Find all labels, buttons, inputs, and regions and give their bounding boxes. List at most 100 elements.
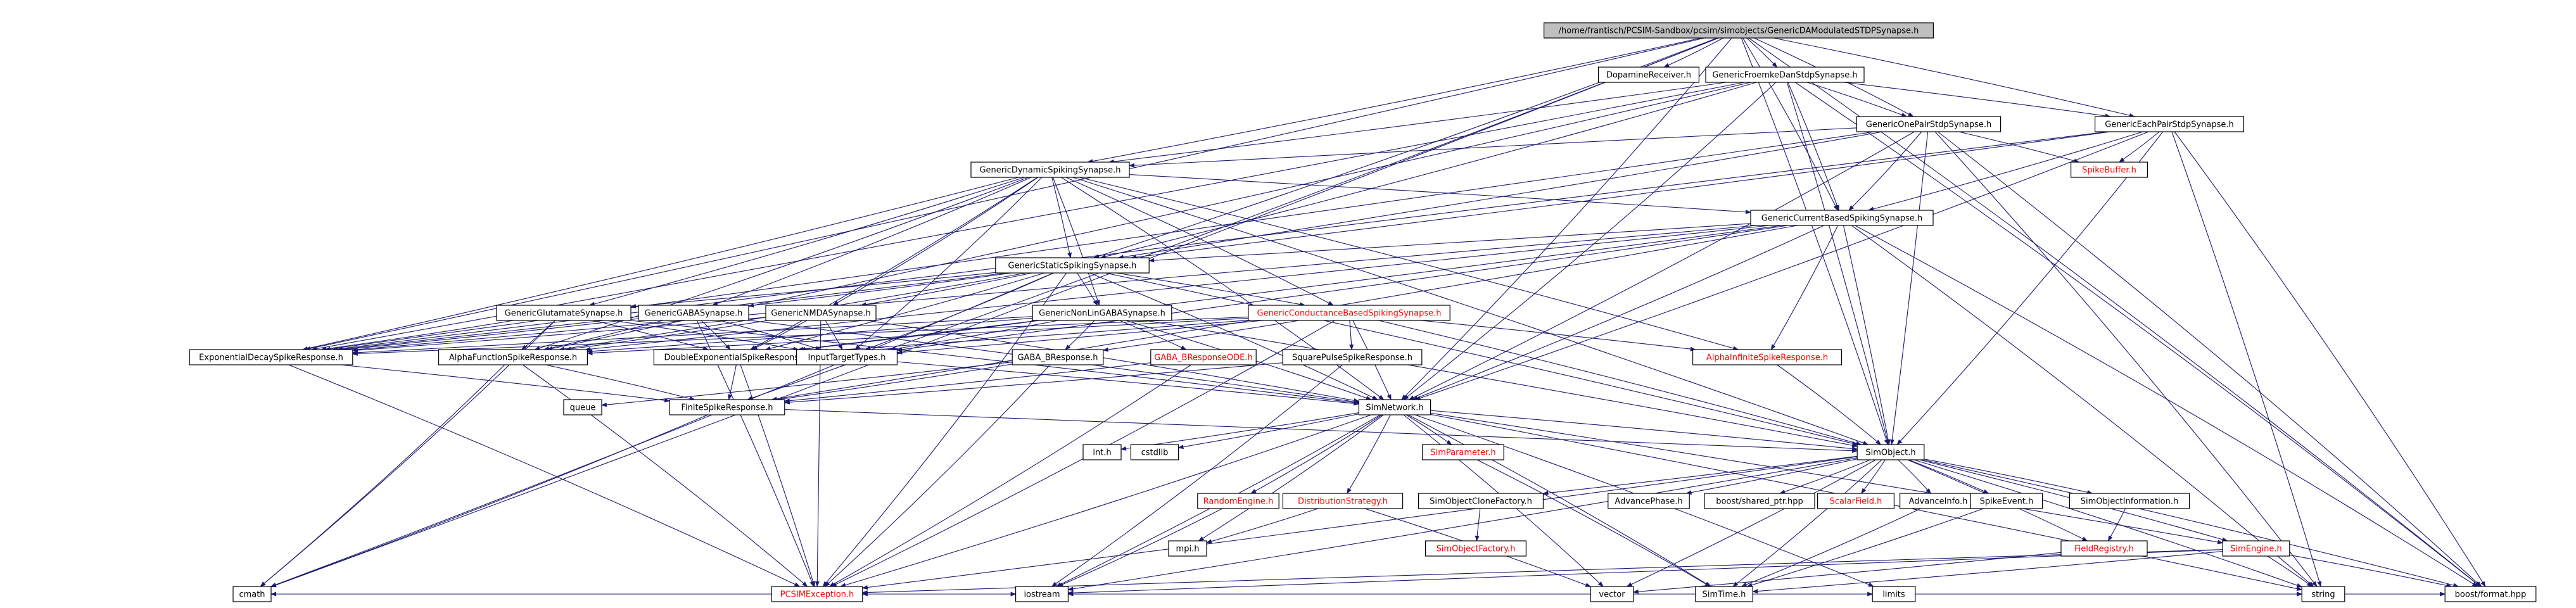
node-label: GenericFroemkeDanStdpSynapse.h	[1712, 71, 1857, 80]
node-gdss: GenericDynamicSpikingSynapse.h	[970, 162, 1130, 178]
edge-soinfo-to-fieldreg	[2107, 508, 2126, 542]
edge-gababr-to-pcsimexc	[824, 364, 1051, 587]
node-alphainf: AlphaInfiniteSpikeResponse.h	[1692, 349, 1843, 365]
edge-gep-to-boostformat	[2174, 131, 2486, 587]
node-box	[1282, 349, 1423, 365]
edge-root-to-simobj	[1741, 37, 1889, 445]
edge-simobj-to-sharedptr	[1779, 459, 1870, 494]
node-simparam: SimParameter.h	[1422, 444, 1504, 460]
edge-gdss-to-gcbss	[1129, 174, 1751, 215]
node-label: AlphaInfiniteSpikeResponse.h	[1706, 353, 1828, 363]
edge-gcbss-to-simobj	[1843, 225, 1891, 445]
node-box	[1248, 305, 1450, 321]
edge-ggaba-to-alphafn	[543, 320, 663, 351]
edge-gep-to-string	[2171, 131, 2322, 587]
edge-gop-to-spikebuf	[1958, 131, 2080, 163]
node-label: GenericNMDASynapse.h	[771, 309, 871, 319]
edge-simnet-to-simtime	[1407, 414, 1711, 587]
edge-simengine-to-iostream	[1067, 549, 2223, 595]
node-simengine: SimEngine.h	[2222, 540, 2290, 557]
edge-diststrat-to-mpih	[1206, 508, 1318, 544]
edge-simobj-to-advphase	[1685, 459, 1858, 495]
node-gababr: GABA_BResponse.h	[1012, 349, 1104, 365]
edge-gdss-to-gnmda	[832, 177, 1039, 306]
edge-gcond-to-alphainf	[1421, 320, 1696, 352]
node-box	[1130, 444, 1179, 460]
node-sqpulse: SquarePulseSpikeResponse.h	[1282, 349, 1423, 365]
edge-gop-to-gsss	[1117, 131, 1883, 260]
node-cstdlib: cstdlib	[1130, 444, 1179, 460]
node-gcond: GenericConductanceBasedSpikingSynapse.h	[1248, 305, 1450, 321]
node-iostream: iostream	[1015, 586, 1069, 602]
edge-frsd-to-gcbss	[1787, 82, 1839, 211]
edge-gcond-to-alphafn	[587, 317, 1248, 355]
node-label: InputTargetTypes.h	[808, 353, 886, 363]
node-label: ExponentialDecaySpikeResponse.h	[199, 353, 343, 363]
edge-frsd-to-gep	[1844, 82, 2111, 118]
edge-simengine-to-simtime	[1752, 550, 2223, 593]
edge-alphainf-to-simobj	[1777, 364, 1882, 445]
node-fieldreg: FieldRegistry.h	[2060, 540, 2148, 557]
edge-gababr-to-queue	[601, 362, 1013, 407]
node-box	[1425, 540, 1527, 557]
node-label: GenericDynamicSpikingSynapse.h	[979, 166, 1120, 175]
node-label: SpikeBuffer.h	[2082, 166, 2136, 175]
edge-simobj-to-string	[1913, 459, 2303, 588]
edge-frsd-to-gsss	[1100, 82, 1757, 259]
node-inputtt: InputTargetTypes.h	[796, 349, 898, 365]
edge-root-to-frsd	[1746, 37, 1778, 68]
node-cmath: cmath	[232, 586, 272, 602]
edge-root-to-gcbss	[1742, 37, 1838, 211]
node-box	[1197, 493, 1279, 509]
node-gnonlin: GenericNonLinGABASynapse.h	[1032, 305, 1172, 321]
node-label: queue	[570, 403, 596, 413]
node-sharedptr: boost/shared_ptr.hpp	[1704, 493, 1815, 509]
node-box	[1282, 493, 1404, 509]
edge-gcond-to-gababr	[1102, 320, 1300, 352]
node-label: SimObject.h	[1865, 448, 1915, 458]
node-label: vector	[1599, 590, 1625, 600]
edge-gep-to-gcbss	[1867, 131, 2143, 212]
node-box	[1856, 116, 2002, 132]
node-label: SimParameter.h	[1430, 448, 1495, 458]
edge-simnet-to-diststrat	[1347, 414, 1391, 494]
node-label: PCSIMException.h	[780, 590, 854, 600]
edge-soclone-to-sofactory	[1475, 508, 1481, 542]
node-frsd: GenericFroemkeDanStdpSynapse.h	[1705, 66, 1865, 83]
edge-gcbss-to-simnet	[1412, 225, 1824, 400]
edge-simobj-to-iostream	[1067, 457, 1858, 592]
edge-gsss-to-gnonlin	[1077, 272, 1098, 306]
node-label: boost/format.hpp	[2455, 590, 2527, 600]
edge-root-to-cmath	[270, 37, 1719, 588]
edge-ggaba-to-expdecay	[343, 318, 639, 352]
node-box	[1704, 493, 1815, 509]
node-simobj: SimObject.h	[1856, 444, 1925, 460]
edge-gcbss-to-dblexp	[797, 225, 1782, 352]
edge-expdecay-to-pcsimexc	[288, 364, 801, 587]
node-label: GABA_BResponse.h	[1017, 353, 1098, 363]
edge-gep-to-spikebuf	[2119, 131, 2160, 163]
node-label: AdvanceInfo.h	[1909, 497, 1968, 507]
node-gcbss: GenericCurrentBasedSpikingSynapse.h	[1750, 210, 1934, 226]
node-label: GenericGABASynapse.h	[645, 309, 743, 319]
node-box	[669, 399, 785, 415]
node-label: string	[2311, 590, 2335, 600]
edge-simobj-to-simtime	[1732, 459, 1882, 587]
node-label: SimObjectFactory.h	[1437, 545, 1516, 554]
node-box	[995, 257, 1150, 274]
node-label: limits	[1882, 590, 1905, 600]
edge-gnonlin-to-gababrode	[1119, 320, 1187, 350]
node-gnmda: GenericNMDASynapse.h	[765, 305, 877, 321]
edge-simparam-to-simtime	[1476, 459, 1711, 587]
edge-simobj-to-spikeevent	[1908, 459, 1989, 494]
node-label: AlphaFunctionSpikeResponse.h	[449, 353, 577, 363]
edge-frsd-to-simobj	[1786, 82, 1890, 445]
node-advphase: AdvancePhase.h	[1608, 493, 1690, 509]
edge-gcbss-to-inputtt	[896, 225, 1788, 352]
node-ggaba: GenericGABASynapse.h	[638, 305, 749, 321]
edge-simobj-to-soinfo	[1924, 459, 2093, 495]
edge-simobj-to-boostformat	[1922, 459, 2459, 588]
node-box	[1608, 493, 1690, 509]
node-soinfo: SimObjectInformation.h	[2069, 493, 2190, 509]
